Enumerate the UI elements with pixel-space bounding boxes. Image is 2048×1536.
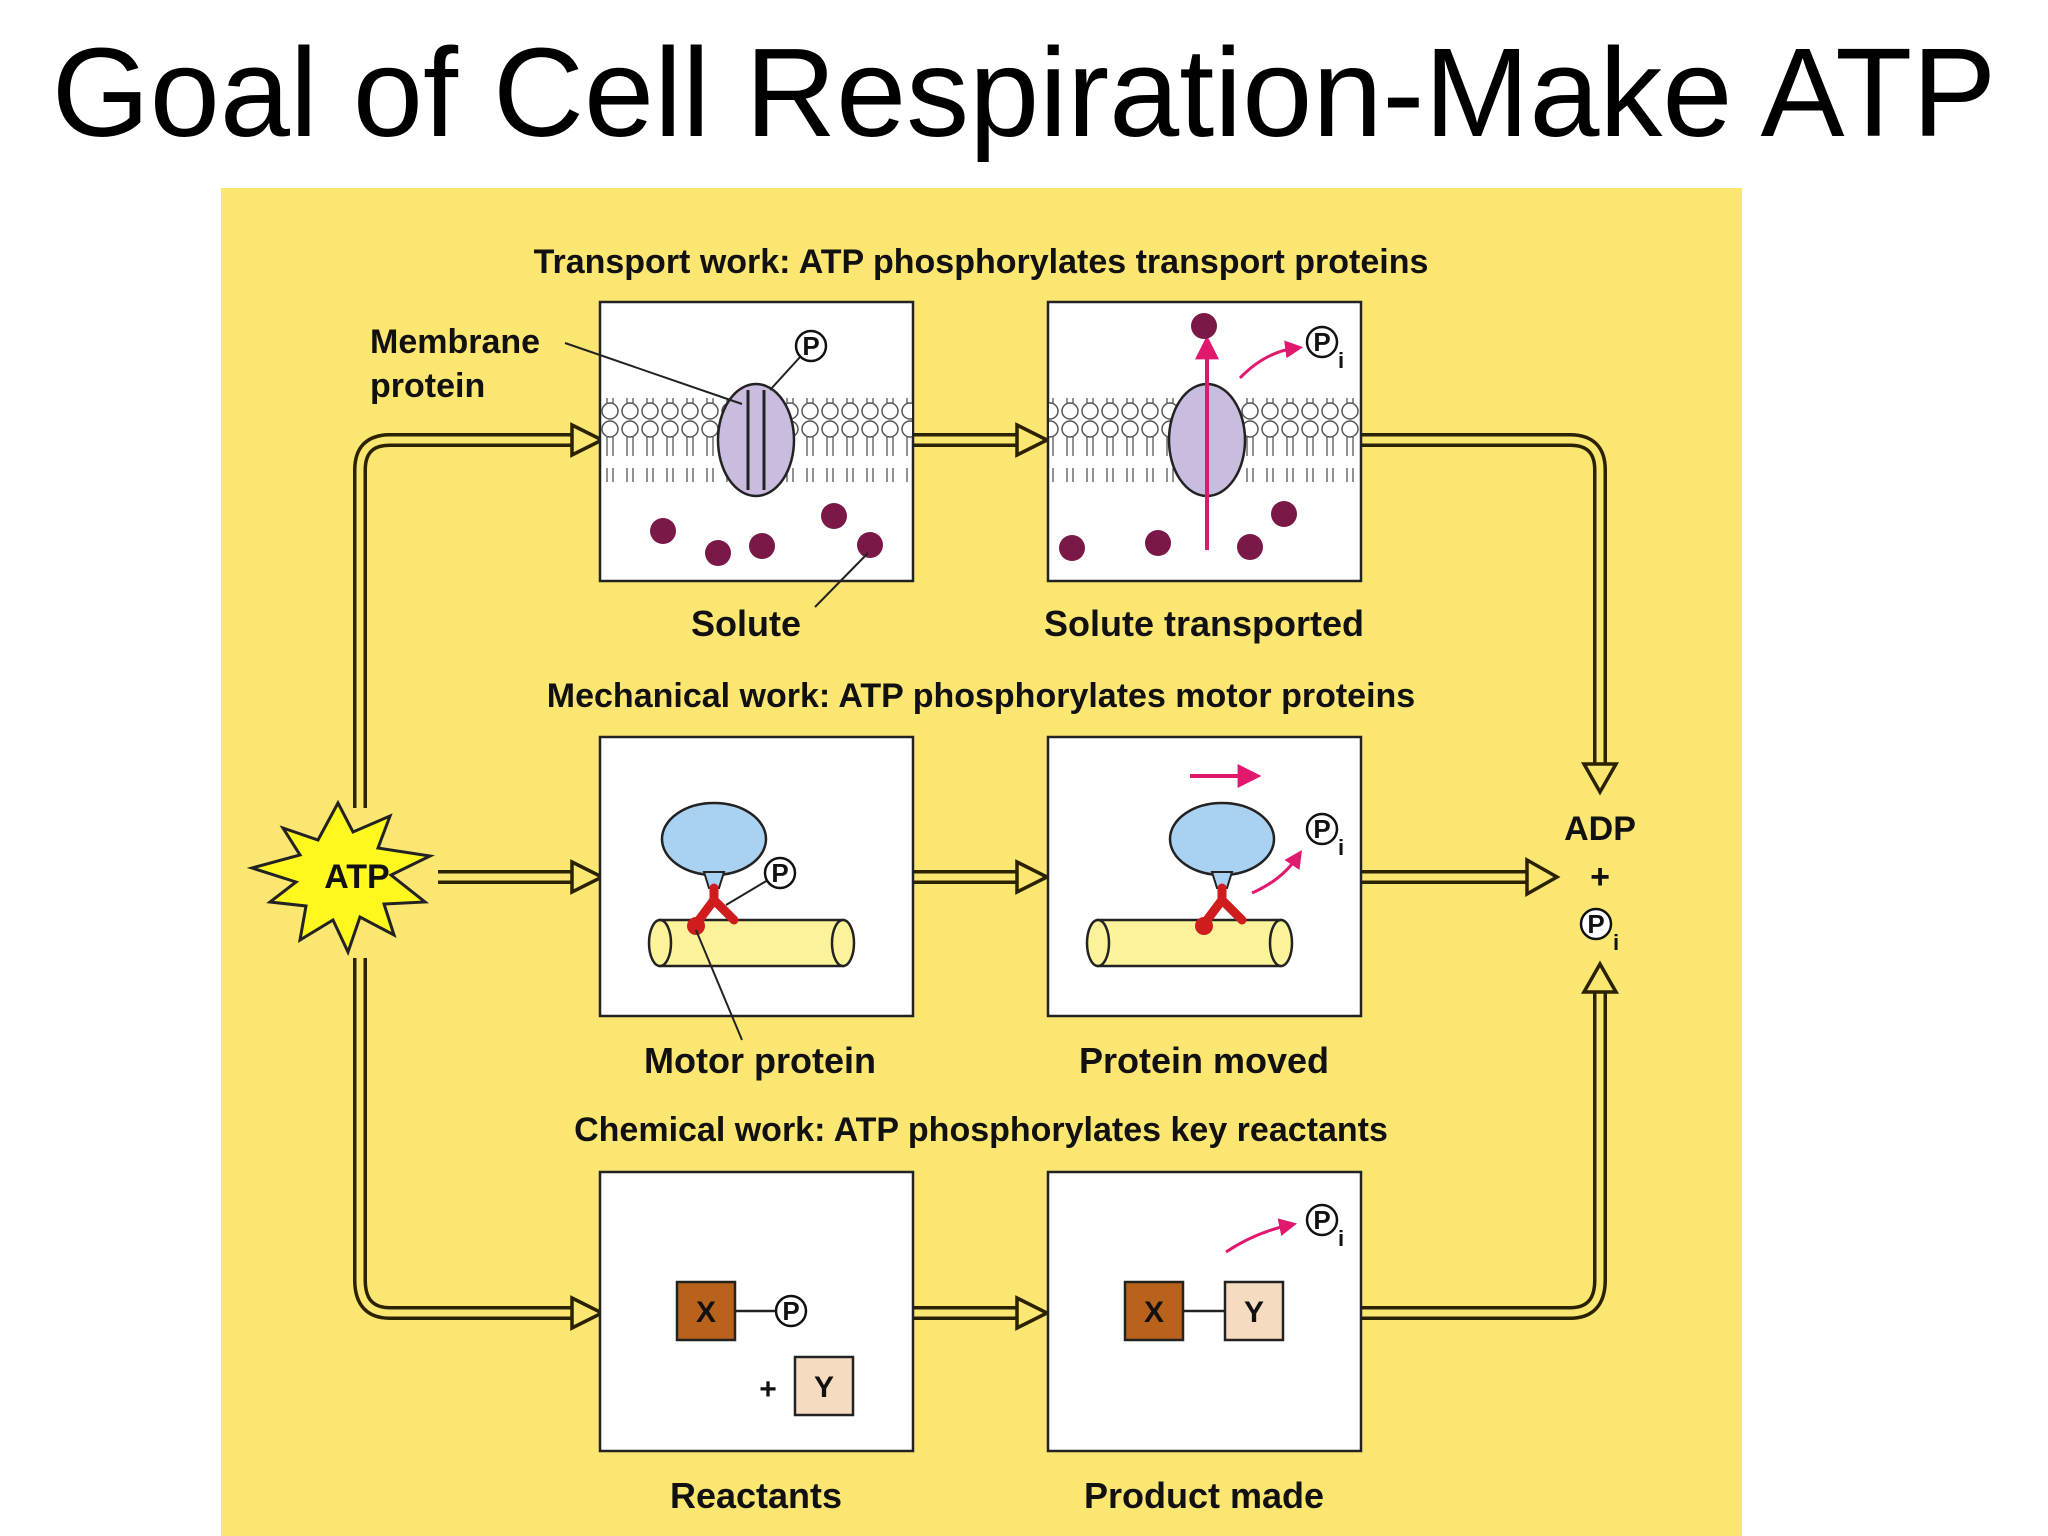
arrowhead-mechanical-in (570, 859, 606, 895)
pi-icon (1305, 325, 1339, 359)
svg-text:X: X (696, 1296, 716, 1329)
slide-title: Goal of Cell Respiration-Make ATP (51, 22, 1997, 163)
arrowhead-chemical-out (1580, 960, 1620, 994)
atp-burst-shape (246, 799, 435, 956)
solute-pointer (814, 552, 869, 608)
adp-pi-product: ADP + P i (1564, 810, 1636, 955)
svg-text:P: P (1313, 1205, 1330, 1235)
motor-protein-pointer (695, 929, 743, 1041)
pi-subscript: i (1613, 930, 1619, 955)
svg-text:i: i (1338, 348, 1344, 373)
y-reactant (793, 1355, 855, 1417)
membrane-protein-label-line1: Membrane (370, 323, 540, 361)
svg-text:P: P (1313, 327, 1330, 357)
arrowhead-chemical-mid (1015, 1295, 1051, 1331)
mechanical-after-box: P i (1046, 735, 1363, 1018)
atp-burst: ATP (246, 799, 435, 956)
atp-label: ATP (324, 858, 389, 896)
arrowhead-chemical-in (570, 1295, 606, 1331)
svg-text:P: P (802, 331, 819, 361)
reactants-plus: + (759, 1373, 777, 1406)
arrowhead-transport-in (570, 422, 606, 458)
chemical-after-box: X Y P i (1046, 1170, 1363, 1453)
svg-text:P: P (1313, 814, 1330, 844)
chemical-after-caption: Product made (1084, 1475, 1324, 1516)
solute-particles (650, 503, 883, 566)
filament (647, 918, 856, 968)
arrowhead-transport-mid (1015, 422, 1051, 458)
mechanical-before-box: P (598, 735, 915, 1018)
transport-after-caption: Solute transported (1044, 603, 1364, 644)
transport-after-box: P i (1046, 300, 1363, 583)
arrow-heads (570, 422, 1620, 1331)
motor-head (660, 801, 768, 877)
pi-symbol: P (1587, 909, 1604, 939)
svg-text:i: i (1338, 835, 1344, 860)
phosphate-icon (794, 329, 828, 363)
svg-text:Y: Y (1244, 1296, 1264, 1329)
svg-text:P: P (771, 858, 788, 888)
mechanical-before-caption: Motor protein (644, 1040, 876, 1081)
chemical-before-caption: Reactants (670, 1475, 842, 1516)
transport-heading: Transport work: ATP phosphorylates trans… (534, 243, 1429, 281)
arrowhead-mechanical-out (1525, 856, 1561, 898)
membrane-protein-pointer (564, 342, 743, 405)
chemical-before-box: X P + Y (598, 1170, 915, 1453)
transport-before-box: P (598, 300, 915, 583)
adp-label: ADP (1564, 810, 1636, 848)
adp-plus: + (1590, 858, 1610, 896)
y-product (1223, 1280, 1285, 1342)
chemical-heading: Chemical work: ATP phosphorylates key re… (574, 1111, 1388, 1149)
x-product (1123, 1280, 1185, 1342)
svg-text:X: X (1144, 1296, 1164, 1329)
mechanical-heading: Mechanical work: ATP phosphorylates moto… (547, 677, 1415, 715)
arrowhead-mechanical-mid (1015, 859, 1051, 895)
svg-text:Y: Y (814, 1371, 834, 1404)
motor-legs (691, 883, 739, 929)
mechanical-after-caption: Protein moved (1079, 1040, 1329, 1081)
svg-text:i: i (1338, 1226, 1344, 1251)
solute-particles-transported (1059, 501, 1297, 561)
transport-before-caption: Solute (691, 603, 801, 644)
membrane-protein-label-line2: protein (370, 367, 485, 405)
membrane-protein (716, 382, 796, 498)
svg-text:P: P (782, 1296, 799, 1326)
arrowhead-transport-out (1580, 762, 1620, 796)
pi-circle (1579, 907, 1613, 941)
